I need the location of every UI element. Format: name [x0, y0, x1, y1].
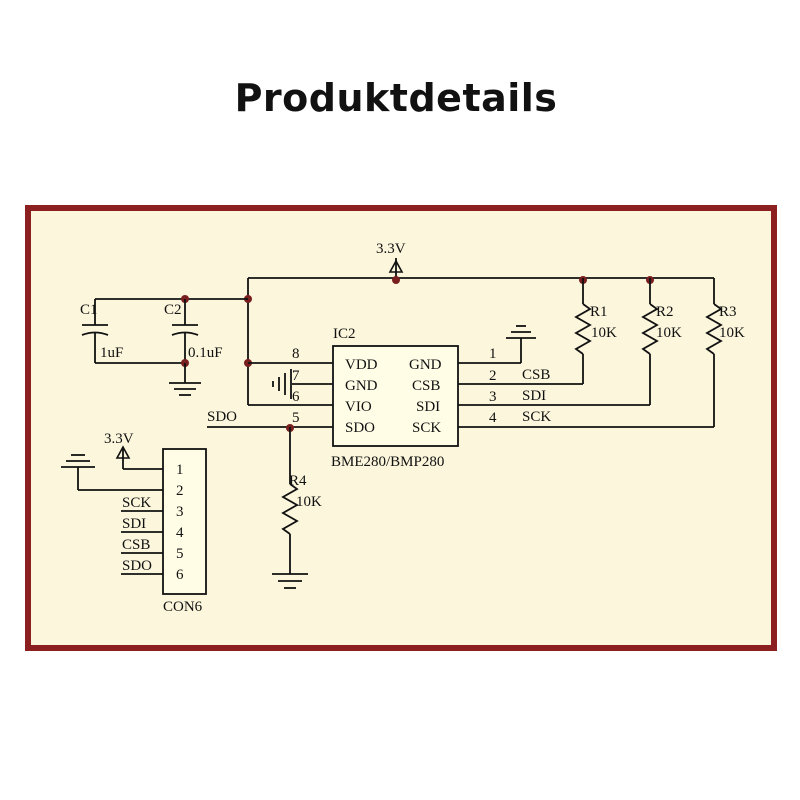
ic-pin-name: GND — [345, 378, 378, 394]
ic-pin-number: 8 — [292, 346, 300, 362]
junction-dot — [392, 276, 400, 284]
c2-value: 0.1uF — [188, 345, 223, 361]
ground-icon — [272, 369, 292, 399]
r2-value: 10K — [656, 325, 682, 341]
resistor-r3 — [705, 278, 723, 427]
r4-ref: R4 — [289, 473, 307, 489]
sdi-net-label: SDI — [522, 388, 546, 404]
ic-pin-name: SDI — [416, 399, 440, 415]
ic-pin-number: 6 — [292, 389, 300, 405]
con6-pin-number: 2 — [176, 483, 184, 499]
r4-value: 10K — [296, 494, 322, 510]
ic-pin-name: VDD — [345, 357, 378, 373]
con6-ref: CON6 — [163, 599, 203, 615]
sdo-net-label: SDO — [207, 409, 237, 425]
con6-pin-number: 5 — [176, 546, 184, 562]
supply-3v3-symbol — [388, 258, 404, 278]
con6-pin-number: 1 — [176, 462, 184, 478]
con6-signal-label: SCK — [122, 495, 151, 511]
c1-value: 1uF — [100, 345, 123, 361]
c2-ref: C2 — [164, 302, 182, 318]
ic-pin-number: 5 — [292, 410, 300, 426]
r3-value: 10K — [719, 325, 745, 341]
csb-net-label: CSB — [522, 367, 550, 383]
r1-value: 10K — [591, 325, 617, 341]
ic-pin-number: 4 — [489, 410, 497, 426]
ground-icon — [506, 325, 536, 363]
con6-signal-label: SDO — [122, 558, 152, 574]
con6-pin-number: 3 — [176, 504, 184, 520]
ic-pin-number: 2 — [489, 368, 497, 384]
con6-pin-number: 4 — [176, 525, 184, 541]
supply-3v3-symbol — [115, 445, 163, 470]
r2-ref: R2 — [656, 304, 674, 320]
ic2-body — [332, 345, 459, 447]
con6-signal-label: SDI — [122, 516, 146, 532]
ic-pin-number: 1 — [489, 346, 497, 362]
resistor-r1 — [574, 278, 592, 384]
con6-pin-number: 6 — [176, 567, 184, 583]
ic-pin-number: 7 — [292, 368, 300, 384]
ic-pin-name: CSB — [412, 378, 440, 394]
capacitor-c2 — [171, 299, 199, 363]
page-title: Produktdetails — [234, 76, 558, 120]
con6-signal-label: CSB — [122, 537, 150, 553]
ground-icon — [61, 454, 163, 491]
ground-icon — [272, 573, 308, 589]
resistor-r2 — [641, 278, 659, 405]
r3-ref: R3 — [719, 304, 737, 320]
supply-3v3-label: 3.3V — [376, 241, 406, 257]
c1-ref: C1 — [80, 302, 98, 318]
ic-pin-name: SCK — [412, 420, 441, 436]
ic2-ref: IC2 — [333, 326, 356, 342]
sck-net-label: SCK — [522, 409, 551, 425]
con6-supply-label: 3.3V — [104, 431, 134, 447]
ground-icon — [169, 363, 201, 396]
ic-pin-name: GND — [409, 357, 442, 373]
con6-body — [162, 448, 207, 595]
r1-ref: R1 — [590, 304, 608, 320]
ic-pin-name: SDO — [345, 420, 375, 436]
ic2-part: BME280/BMP280 — [331, 454, 444, 470]
resistor-r4 — [281, 427, 299, 574]
ic-pin-number: 3 — [489, 389, 497, 405]
capacitor-c1 — [81, 299, 109, 363]
ic-pin-name: VIO — [345, 399, 372, 415]
